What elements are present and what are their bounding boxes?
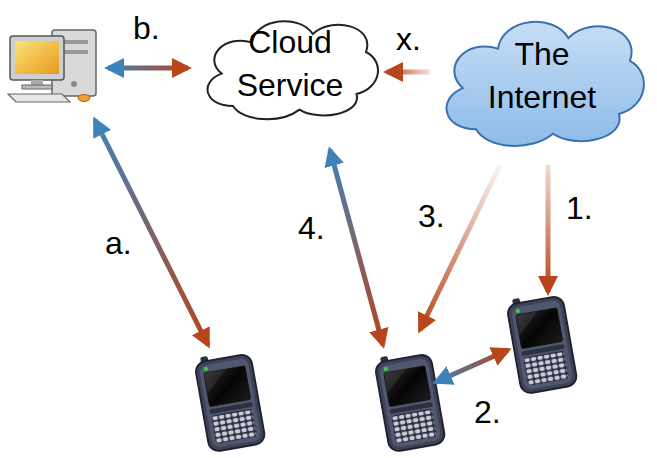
- cloud-service-shape: [208, 21, 378, 119]
- arrow: [546, 165, 551, 292]
- connector-arrow: [387, 70, 430, 75]
- callout-letter: 2.: [474, 394, 501, 431]
- arrow: [330, 150, 383, 345]
- node-label: Cloud Service: [220, 21, 360, 107]
- computer-icon: [8, 30, 96, 102]
- node-label: The Internet: [475, 33, 610, 119]
- cloud-service-shape: [195, 4, 385, 124]
- internet-cloud-shape: [447, 22, 644, 146]
- callout-letter: 1.: [566, 190, 593, 227]
- phone-icon: [374, 349, 446, 453]
- callout-letter: 4.: [298, 210, 325, 247]
- callout-letter: 3.: [418, 198, 445, 235]
- phone-icon: [506, 291, 578, 395]
- internet-cloud-shape: [432, 0, 652, 152]
- arrow: [436, 350, 508, 382]
- arrow: [420, 165, 500, 330]
- arrow: [108, 66, 188, 71]
- cloud-node: Cloud Service: [195, 4, 385, 124]
- callout-letter: a.: [105, 225, 132, 262]
- phone-icon: [194, 349, 266, 453]
- callout-letter: b.: [133, 10, 160, 47]
- edge-label: x.: [394, 21, 423, 58]
- cloud-node: The Internet: [432, 0, 652, 152]
- arrow: [95, 120, 208, 345]
